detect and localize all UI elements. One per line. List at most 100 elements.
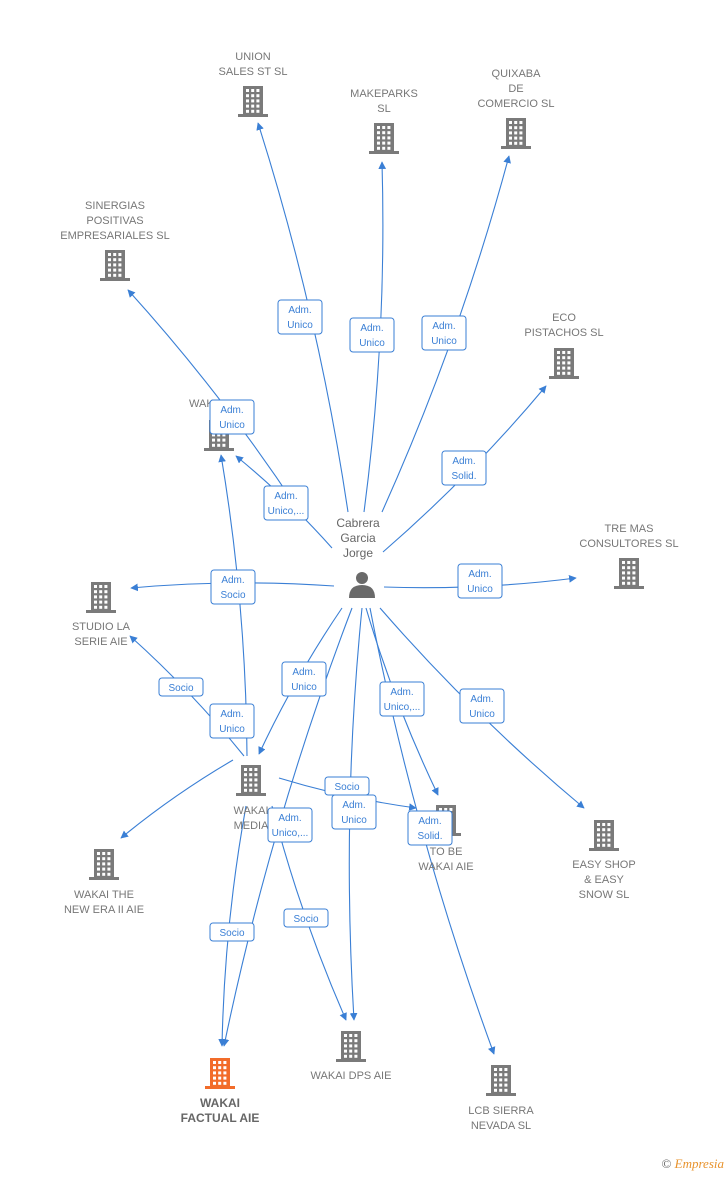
building-window bbox=[439, 808, 442, 811]
company-label-newera[interactable]: NEW ERA II AIE bbox=[64, 904, 144, 916]
relation-label-cabrera-to-makeparks[interactable]: Adm.Unico bbox=[349, 317, 395, 353]
building-window bbox=[627, 561, 631, 564]
company-label-easyshop[interactable]: & EASY bbox=[584, 874, 624, 886]
company-label-easyshop[interactable]: EASY SHOP bbox=[572, 859, 635, 871]
relation-label-box bbox=[441, 450, 487, 486]
company-label-tobe[interactable]: WAKAI AIE bbox=[418, 861, 473, 873]
company-label-wakai_media[interactable]: MEDIA bbox=[234, 820, 270, 832]
building-window bbox=[567, 371, 571, 375]
relation-label-text: Unico bbox=[219, 724, 245, 735]
building-window bbox=[349, 1034, 353, 1037]
relation-label-wakai_media-to-studio[interactable]: Socio bbox=[158, 677, 204, 697]
company-label-eco[interactable]: ECO bbox=[552, 312, 576, 324]
company-label-factual[interactable]: WAKAI bbox=[200, 1096, 240, 1110]
company-label-sinergias[interactable]: POSITIVAS bbox=[86, 215, 143, 227]
relation-label-text: Adm. bbox=[452, 456, 475, 467]
person-label[interactable]: Garcia bbox=[340, 531, 376, 545]
edge-wakai_media-to-newera bbox=[120, 759, 234, 839]
building-window bbox=[377, 136, 380, 140]
relation-label-wakai_media-to-dps[interactable]: Socio bbox=[283, 908, 329, 928]
company-label-studio[interactable]: STUDIO LA bbox=[72, 621, 131, 633]
company-icon-sinergias[interactable] bbox=[100, 250, 130, 281]
building-window bbox=[99, 595, 103, 599]
building-window bbox=[251, 99, 255, 103]
relation-label-cabrera-to-eco[interactable]: Adm.Solid. bbox=[441, 450, 487, 486]
relation-label-text: Unico bbox=[469, 709, 495, 720]
relation-label-cabrera-to-easyshop[interactable]: Adm.Unico bbox=[459, 688, 505, 724]
relation-label-box bbox=[277, 299, 323, 335]
company-icon-easyshop[interactable] bbox=[589, 820, 619, 851]
building-window bbox=[251, 89, 255, 92]
person-label[interactable]: Jorge bbox=[343, 546, 373, 560]
company-label-tobe[interactable]: TO BE bbox=[430, 846, 463, 858]
brand-name[interactable]: Empresia bbox=[674, 1156, 724, 1171]
building-window bbox=[104, 600, 108, 604]
building-window bbox=[519, 131, 523, 135]
company-icon-quixaba[interactable] bbox=[501, 118, 531, 149]
company-icon-lcb[interactable] bbox=[486, 1065, 516, 1096]
company-label-tremas[interactable]: CONSULTORES SL bbox=[579, 538, 678, 550]
building-window bbox=[104, 585, 108, 588]
company-label-studio[interactable]: SERIE AIE bbox=[74, 636, 127, 648]
company-icon-wakai_media[interactable] bbox=[236, 765, 266, 796]
relation-label-cabrera-to-sinergias[interactable]: Adm.Unico bbox=[209, 399, 255, 435]
company-icon-union[interactable] bbox=[238, 86, 268, 117]
relation-label-box bbox=[210, 569, 256, 605]
building-window bbox=[519, 121, 523, 124]
company-label-quixaba[interactable]: COMERCIO SL bbox=[477, 98, 554, 110]
company-label-lcb[interactable]: NEVADA SL bbox=[471, 1120, 531, 1132]
relation-label-box bbox=[209, 922, 255, 942]
relation-label-text: Socio bbox=[220, 590, 245, 601]
company-icon-newera[interactable] bbox=[89, 849, 119, 880]
person-icon[interactable] bbox=[349, 572, 375, 598]
building-window bbox=[213, 1076, 216, 1080]
company-label-newera[interactable]: WAKAI THE bbox=[74, 889, 134, 901]
company-label-quixaba[interactable]: DE bbox=[508, 83, 523, 95]
company-label-eco[interactable]: PISTACHOS SL bbox=[524, 327, 603, 339]
relation-label-cabrera-to-dps[interactable]: Adm.Unico bbox=[331, 794, 377, 830]
company-label-makeparks[interactable]: SL bbox=[377, 103, 390, 115]
company-label-sinergias[interactable]: EMPRESARIALES SL bbox=[60, 230, 169, 242]
company-label-union[interactable]: UNION bbox=[235, 51, 271, 63]
relation-label-cabrera-to-union[interactable]: Adm.Unico bbox=[277, 299, 323, 335]
relation-label-wakai_media-to-factual[interactable]: Socio bbox=[209, 922, 255, 942]
relation-label-cabrera-to-factual[interactable]: Adm.Unico,... bbox=[267, 807, 313, 843]
relation-label-text: Adm. bbox=[360, 323, 383, 334]
relation-label-cabrera-to-wakai_media[interactable]: Adm.Unico bbox=[281, 661, 327, 697]
building-window bbox=[249, 783, 253, 787]
building-window bbox=[246, 109, 249, 113]
building-window bbox=[514, 131, 518, 135]
building-window bbox=[562, 351, 566, 354]
company-label-sinergias[interactable]: SINERGIAS bbox=[85, 200, 145, 212]
company-label-wakai_media[interactable]: WAKAI bbox=[233, 805, 268, 817]
company-icon-studio[interactable] bbox=[86, 582, 116, 613]
company-label-union[interactable]: SALES ST SL bbox=[219, 66, 288, 78]
company-label-tremas[interactable]: TRE MAS bbox=[605, 523, 654, 535]
relation-label-cabrera-to-studio[interactable]: Adm.Socio bbox=[210, 569, 256, 605]
company-label-easyshop[interactable]: SNOW SL bbox=[579, 889, 630, 901]
relation-label-cabrera-to-tremas[interactable]: Adm.Unico bbox=[457, 563, 503, 599]
company-icon-factual[interactable] bbox=[205, 1058, 235, 1089]
relation-label-cabrera-to-wakai_the[interactable]: Adm.Unico,... bbox=[263, 485, 309, 521]
relation-label-text: Adm. bbox=[292, 667, 315, 678]
relation-label-wakai_media-to-wakai_the[interactable]: Adm.Unico bbox=[209, 703, 255, 739]
relation-label-wakai_media-to-tobe[interactable]: Socio bbox=[324, 776, 370, 796]
relation-label-cabrera-to-quixaba[interactable]: Adm.Unico bbox=[421, 315, 467, 351]
company-label-factual[interactable]: FACTUAL AIE bbox=[181, 1111, 260, 1125]
company-icon-tremas[interactable] bbox=[614, 558, 644, 589]
person-label[interactable]: Cabrera bbox=[336, 516, 380, 530]
relation-label-cabrera-to-tobe[interactable]: Adm.Unico,... bbox=[379, 681, 425, 717]
company-label-dps[interactable]: WAKAI DPS AIE bbox=[311, 1070, 392, 1082]
relation-label-cabrera-to-lcb[interactable]: Adm.Solid. bbox=[407, 810, 453, 846]
company-label-quixaba[interactable]: QUIXABA bbox=[492, 68, 542, 80]
relation-label-box bbox=[349, 317, 395, 353]
company-label-makeparks[interactable]: MAKEPARKS bbox=[350, 88, 418, 100]
building-window bbox=[246, 99, 249, 103]
company-icon-makeparks[interactable] bbox=[369, 123, 399, 154]
company-icon-dps[interactable] bbox=[336, 1031, 366, 1062]
building-window bbox=[107, 857, 111, 861]
building-window bbox=[113, 273, 117, 277]
company-label-lcb[interactable]: LCB SIERRA bbox=[468, 1105, 534, 1117]
company-icon-eco[interactable] bbox=[549, 348, 579, 379]
